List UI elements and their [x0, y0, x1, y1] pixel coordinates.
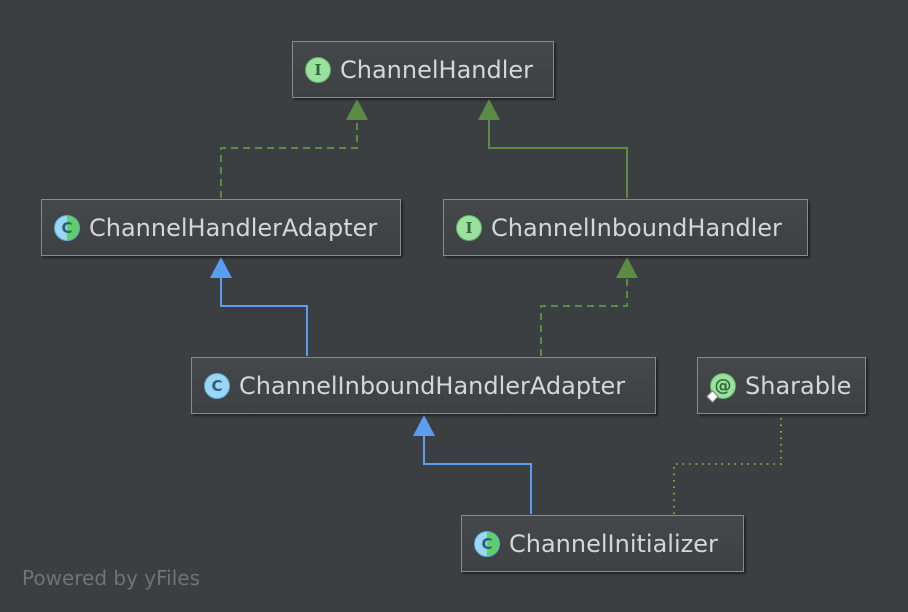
- abstract-class-icon: C: [474, 530, 500, 557]
- node-sharable[interactable]: @ Sharable: [697, 357, 866, 414]
- node-label: Sharable: [745, 371, 852, 400]
- node-label: ChannelHandlerAdapter: [89, 213, 378, 242]
- node-channel-inbound-handler-adapter[interactable]: C ChannelInboundHandlerAdapter: [191, 357, 656, 414]
- interface-icon: I: [456, 214, 482, 241]
- node-label: ChannelHandler: [340, 55, 534, 84]
- powered-by-footer: Powered by yFiles: [22, 566, 200, 590]
- edge-adapter-implements-handler: [220, 99, 368, 198]
- node-channel-inbound-handler[interactable]: I ChannelInboundHandler: [443, 199, 808, 256]
- node-label: ChannelInitializer: [509, 529, 718, 558]
- edge-inbound-adapter-implements-inbound: [540, 257, 638, 356]
- node-label: ChannelInboundHandlerAdapter: [239, 371, 626, 400]
- node-channel-handler[interactable]: I ChannelHandler: [292, 41, 554, 98]
- class-icon: C: [204, 372, 230, 399]
- edge-inbound-extends-handler: [478, 99, 628, 198]
- interface-icon: I: [305, 56, 331, 83]
- edge-initializer-annotated-sharable: [673, 414, 782, 514]
- abstract-class-icon: C: [54, 214, 80, 241]
- annotation-icon: @: [710, 372, 736, 399]
- edge-initializer-extends-inbound-adapter: [413, 415, 532, 514]
- node-channel-handler-adapter[interactable]: C ChannelHandlerAdapter: [41, 199, 401, 256]
- node-channel-initializer[interactable]: C ChannelInitializer: [461, 515, 744, 572]
- edge-inbound-adapter-extends-adapter: [210, 257, 308, 356]
- node-label: ChannelInboundHandler: [491, 213, 782, 242]
